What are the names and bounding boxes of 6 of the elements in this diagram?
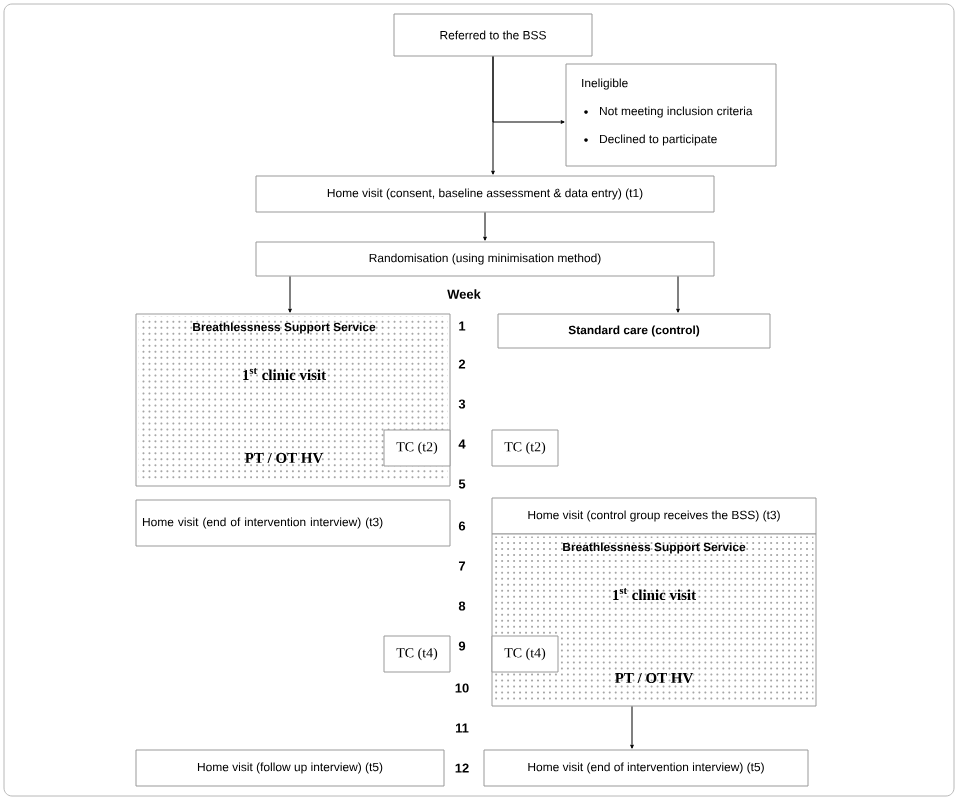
arrow (492, 56, 565, 124)
service-box (135, 313, 451, 487)
arrow (483, 212, 487, 241)
arrow (630, 706, 634, 749)
arrow (676, 276, 680, 313)
arrow (288, 276, 292, 313)
